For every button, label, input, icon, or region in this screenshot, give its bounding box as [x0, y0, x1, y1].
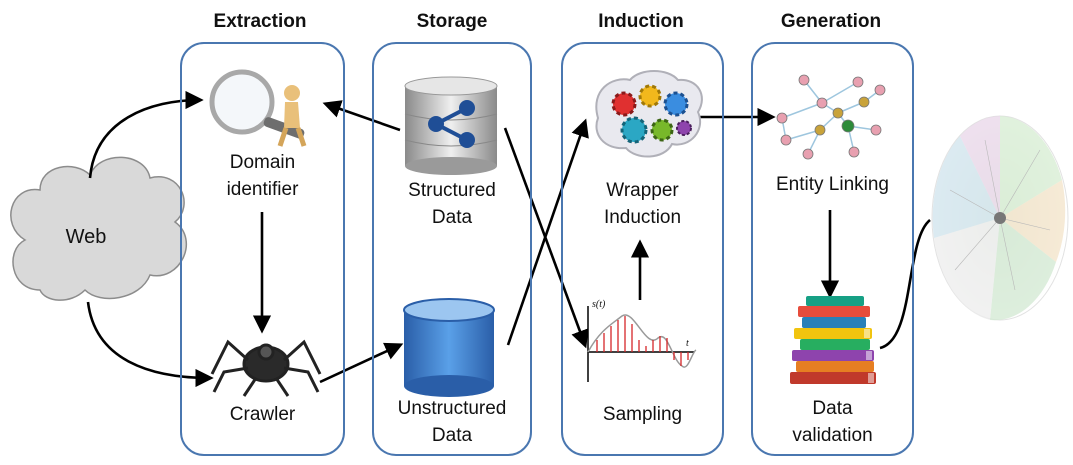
domain-identifier-label: Domain identifier: [226, 152, 299, 200]
brain-gears-icon: [595, 70, 703, 158]
signal-x-axis-label: t: [686, 338, 689, 349]
wrapper-induction-label: Wrapper Induction: [603, 180, 682, 228]
stage-title-generation: Generation: [780, 11, 882, 32]
knowledge-graph-icon: [931, 115, 1069, 321]
panel-generation: [751, 42, 914, 456]
arrow-crawler-to-unstructured: [319, 342, 404, 384]
graph-network-icon: [776, 74, 886, 160]
arrow-unstructured-to-wrapper: [506, 118, 589, 346]
arrow-web-to-domain: [88, 90, 204, 179]
panel-extraction: [180, 42, 345, 456]
database-share-icon: [404, 76, 498, 175]
structured-data-label: Structured Data: [408, 180, 496, 228]
arrow-web-to-crawler: [86, 301, 214, 388]
data-validation-label: Data validation: [792, 398, 873, 446]
panel-storage: [372, 42, 532, 456]
unstructured-data-label: Unstructured Data: [397, 398, 507, 446]
blue-database-icon: [403, 298, 495, 397]
spider-robot-icon: [210, 339, 322, 397]
arrow-validation-to-output: [879, 218, 931, 350]
web-label: Web: [65, 226, 107, 248]
stage-title-storage: Storage: [416, 11, 488, 32]
stage-title-induction: Induction: [598, 11, 684, 32]
arrow-structured-to-domain: [322, 100, 401, 132]
crawler-label: Crawler: [229, 404, 296, 425]
signal-plot-icon: [587, 306, 697, 382]
connector-arrows: [86, 90, 931, 388]
panel-induction: [561, 42, 724, 456]
entity-linking-label: Entity Linking: [775, 174, 889, 195]
web-cloud-icon: [10, 156, 187, 301]
stage-title-extraction: Extraction: [213, 11, 307, 32]
sampling-label: Sampling: [602, 404, 683, 425]
magnifier-figure-icon: [209, 69, 307, 147]
book-stack-icon: [790, 296, 876, 384]
signal-y-axis-label: s(t): [592, 299, 606, 310]
